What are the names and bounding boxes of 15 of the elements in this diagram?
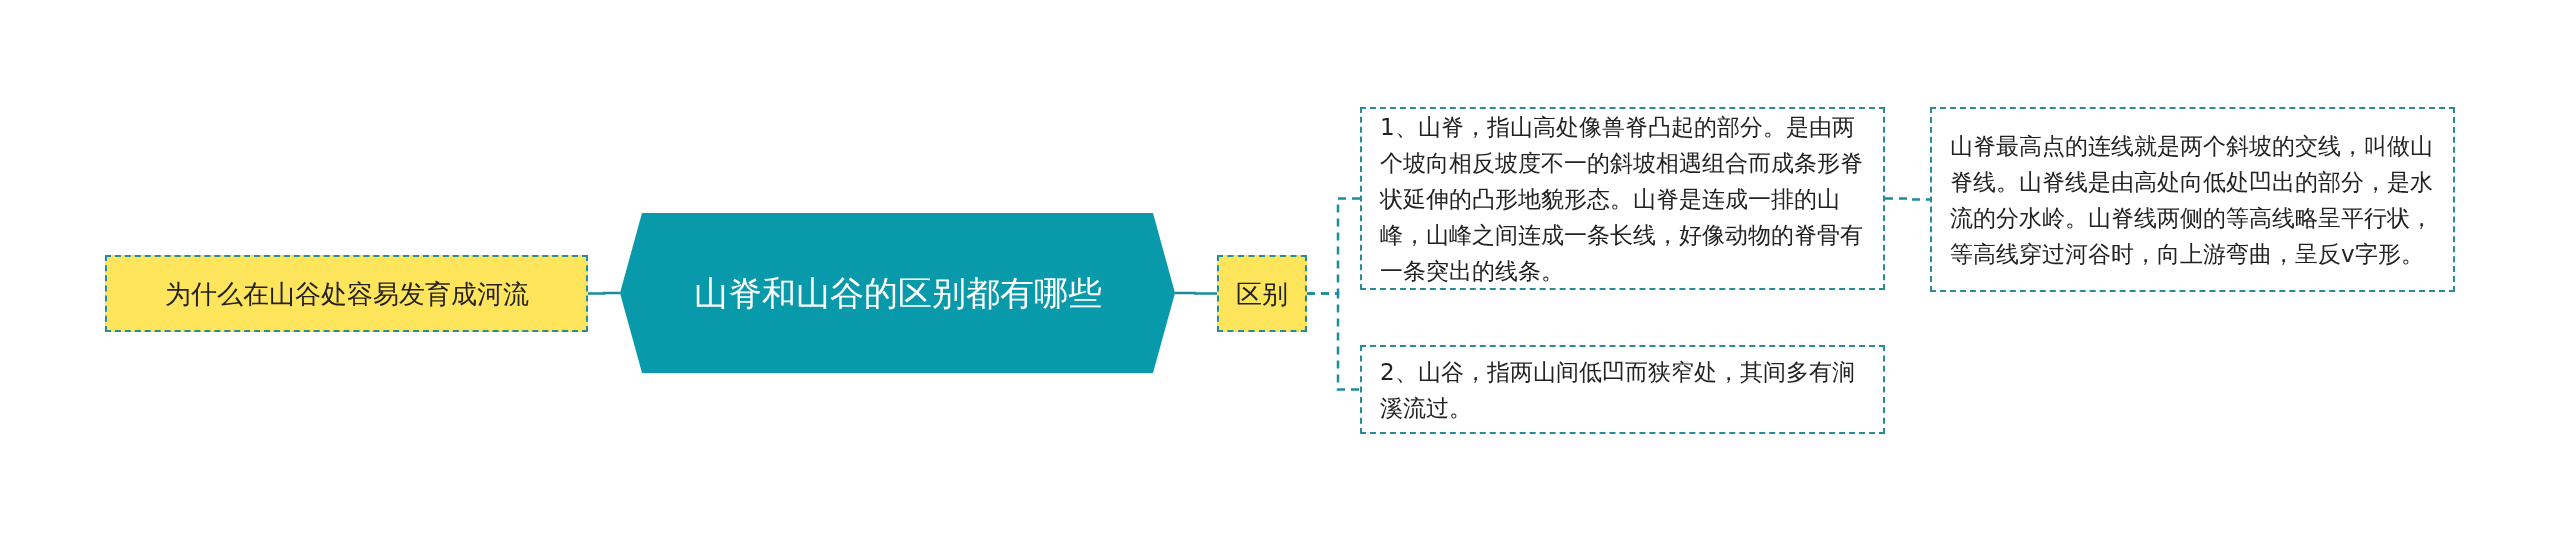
topic-box [1217,255,1307,332]
connector-line [1885,197,1930,201]
node-text: 山脊和山谷的区别都有哪些 [692,272,1103,315]
connector-line [1175,291,1217,295]
node-text: 2、山谷，指两山间低凹而狭窄处，其间多有涧溪流过。 [1380,357,1856,423]
connector-line [1307,292,1360,391]
node-text: 区别 [1236,277,1288,311]
central-topic-hexagon [620,213,1175,373]
node-text: 1、山脊，指山高处像兽脊凸起的部分。是由两个坡向相反坡度不一的斜坡相遇组合而成条形脊状延伸的凸形地貌形态。山脊是连成一排的山峰，山峰之间连成一条长线，好像动物的脊骨有一条突出的线条。 [1380,112,1864,286]
connector-line [588,291,620,295]
node-text: 山脊最高点的连线就是两个斜坡的交线，叫做山脊线。山脊线是由高处向低处凹出的部分，是水流的分水岭。山脊线两侧的等高线略呈平行状，等高线穿过河谷时，向上游弯曲，呈反v字形。 [1950,131,2434,269]
note-box [1930,107,2455,292]
node-text: 为什么在山谷处容易发育成河流 [164,277,529,311]
topic-box [105,255,588,332]
note-box [1360,345,1885,434]
